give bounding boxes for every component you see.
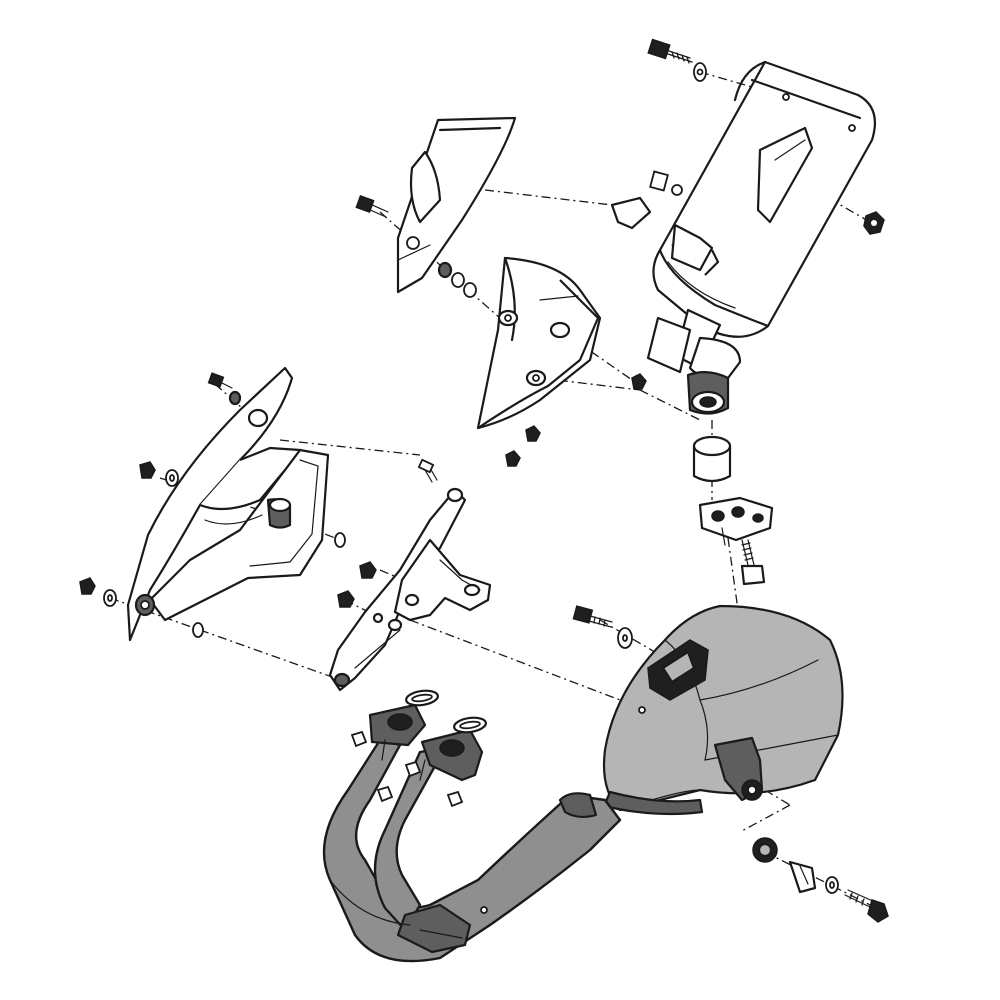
side-cover [126, 366, 330, 642]
silencer [646, 60, 876, 380]
muffler-top-bolt [572, 605, 633, 649]
clamp [698, 496, 774, 546]
clamp-bolt [740, 539, 766, 586]
pre-muffler [602, 604, 844, 816]
mid-shield-nuts [505, 373, 647, 467]
mount-bracket [328, 487, 492, 692]
header-pipes [322, 738, 622, 963]
flange-studs [350, 730, 464, 808]
heat-shield-upper-bolt [355, 195, 389, 218]
lower-right-hardware [752, 837, 889, 923]
rubber-grommet-lower [692, 435, 732, 483]
bracket-hardware [337, 458, 438, 608]
heat-shield-mid [476, 256, 602, 430]
silencer-top-bolt [647, 38, 707, 82]
shield-washers [437, 261, 477, 298]
heat-shield-upper [396, 116, 517, 294]
gaskets [405, 689, 487, 734]
side-cover-hardware [79, 372, 346, 638]
silencer-side-nut [863, 211, 885, 235]
shield-clip [610, 196, 652, 230]
rubber-grommet-upper [686, 371, 730, 415]
